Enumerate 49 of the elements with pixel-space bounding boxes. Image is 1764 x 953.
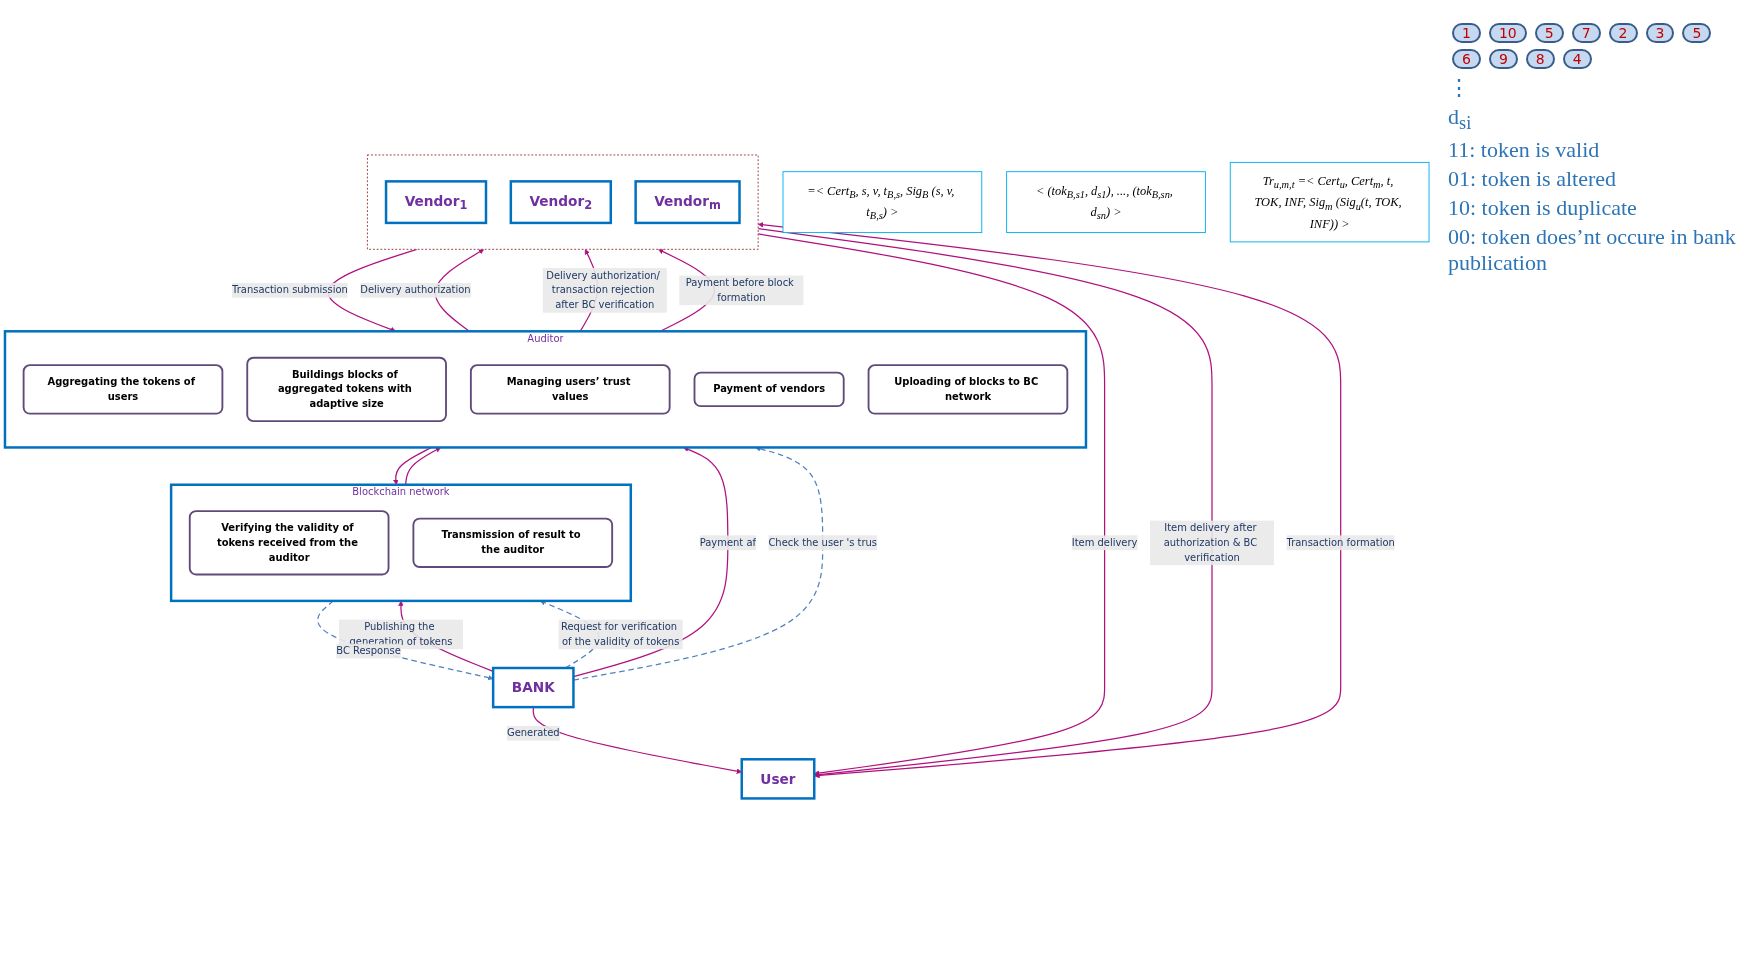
note-text: 01: token is altered [1448,166,1617,193]
edge-label: Transaction submission [232,283,348,296]
step-number: 6 [1452,49,1481,69]
step-number: 1 [1452,23,1481,43]
note-text: d$_{si}$ [1448,104,1473,135]
note-text: 00: token does’nt occure in bank publication [1448,224,1737,277]
node-box: Transmission of result to the auditor [412,517,614,568]
edge-label: Check the user 's trus [768,536,877,549]
node-box: < (tok$_{B,s1}$, d$_{s1}$), ..., (tok$_{B,sn}$, d$_{sn}$) > [1006,171,1206,233]
edge-label: Delivery authorization/ transaction rejection after BC verification [546,268,660,311]
node-box: Verifying the validity of tokens received from the auditor [188,510,390,576]
edge-label: Payment before block formation [685,276,794,304]
edge-label: Payment af [699,536,756,549]
node-box: Uploading of blocks to BC network [867,364,1069,415]
edge-label: Transaction formation [1286,536,1395,549]
edge-label: Generated [506,726,560,739]
node-box: Vendor$_{2}$ [509,179,612,224]
node-box: Buildings blocks of aggregated tokens with adaptive size [246,356,447,422]
step-number: 4 [1562,49,1592,69]
step-number: 2 [1608,23,1638,43]
edge-label: Item delivery after authorization & BC verification [1163,521,1258,564]
note-text: ⋮ [1448,75,1471,101]
edge-label: Request for verification of the validity of tokens [560,620,680,648]
cluster [366,154,759,250]
step-number: 5 [1682,23,1712,43]
step-number: 8 [1525,49,1555,69]
node-box: Vendor$_{m}$ [634,179,741,224]
edge-label: Delivery authorization [360,283,471,296]
node-box: Aggregating the tokens of users [22,364,224,415]
note-text: 10: token is duplicate [1448,195,1638,222]
step-number: 3 [1645,23,1675,43]
node-box: Vendor$_{1}$ [384,179,488,224]
arrow [532,706,742,774]
node-box: Payment of vendors [693,371,845,407]
step-number: 10 [1488,23,1527,43]
edge-label: Item delivery [1071,536,1138,549]
arrow [757,233,1106,776]
step-number: 7 [1571,23,1601,43]
node-box: BANK [491,666,575,709]
arrow [757,221,1342,779]
step-number: 5 [1534,23,1564,43]
node-box: Tr$_{u,m,t}$ =< Cert$_{u}$, Cert$_{m}$, t, TOK, INF, Sig$_{m}$ (Sig$_{u}$(t, TOK, INF)) > [1229,161,1430,243]
node-box: =< Cert$_{B}$, s, v, t$_{B,s}$, Sig$_{B}$ (s, v, t$_{B,s}$) > [782,171,983,233]
note-text: 11: token is valid [1448,137,1601,164]
edge-label: BC Response [336,644,401,657]
step-number: 9 [1488,49,1518,69]
node-box: Managing users’ trust values [469,364,671,415]
node-box: User [740,757,816,800]
arrow [757,227,1213,778]
